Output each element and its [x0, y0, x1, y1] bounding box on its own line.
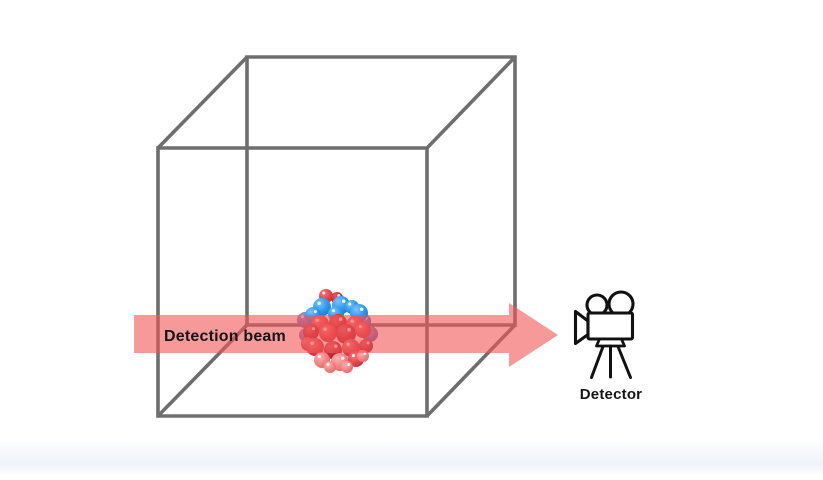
detection-beam-arrow: [134, 303, 558, 367]
tripod-legs: [590, 344, 632, 379]
camera-mount: [595, 337, 626, 348]
detector-icon: [573, 290, 635, 379]
camera-body: [586, 311, 635, 341]
detector-label: Detector: [579, 386, 643, 403]
cube-edge-top-left: [156, 55, 249, 150]
detection-beam-label: Detection beam: [164, 328, 286, 345]
cube-edge-top-right: [425, 55, 517, 150]
camera-lens-cone: [573, 309, 590, 346]
